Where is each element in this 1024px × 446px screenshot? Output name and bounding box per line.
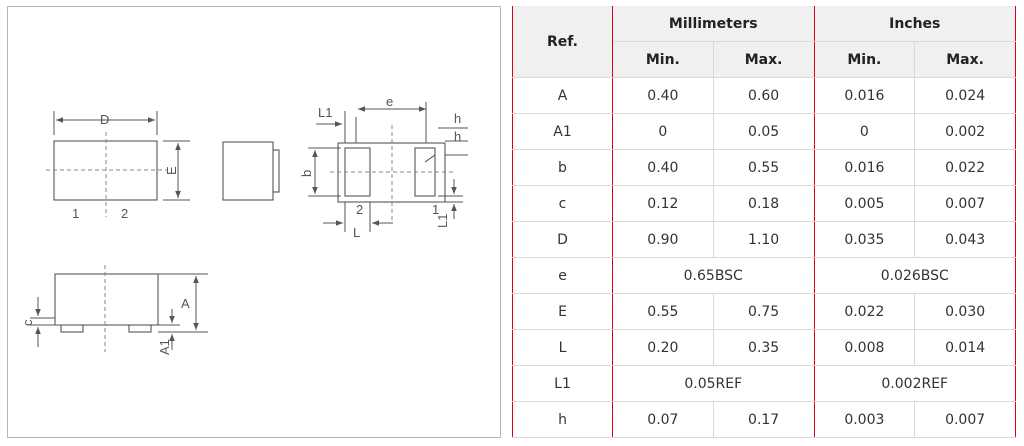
cell-mm-min: 0.55 [612, 293, 714, 330]
cell-ref: L1 [512, 365, 613, 402]
table-row: L1 0.05REF 0.002REF [512, 365, 1016, 402]
header-millimeters: Millimeters [612, 6, 815, 42]
label-L: L [353, 225, 360, 240]
cell-mm-max: 1.10 [712, 221, 815, 258]
cell-in-max: 0.022 [914, 149, 1016, 186]
header-mm-min: Min. [612, 41, 714, 78]
table-row: b 0.40 0.55 0.016 0.022 [512, 149, 1016, 186]
cell-in-min: 0.016 [814, 77, 915, 114]
table-row: D 0.90 1.10 0.035 0.043 [512, 221, 1016, 258]
cell-mm-max: 0.75 [712, 293, 815, 330]
cell-mm-max: 0.05 [712, 113, 815, 150]
cell-in-max: 0.024 [914, 77, 1016, 114]
end-view [222, 141, 280, 201]
dimension-table: Ref. Millimeters Inches Min. Max. Min. M… [512, 6, 1016, 438]
table-row: A1 0 0.05 0 0.002 [512, 113, 1016, 150]
header-in-min: Min. [814, 41, 915, 78]
label-A1: A1 [157, 339, 172, 355]
table-row: A 0.40 0.60 0.016 0.024 [512, 77, 1016, 114]
cell-mm-min: 0.40 [612, 77, 714, 114]
header-inches: Inches [814, 6, 1016, 42]
cell-ref: E [512, 293, 613, 330]
label-pin2-bottom: 2 [356, 202, 363, 217]
cell-ref: L [512, 329, 613, 366]
label-e: e [386, 94, 393, 109]
table-row: L 0.20 0.35 0.008 0.014 [512, 329, 1016, 366]
cell-in-max: 0.030 [914, 293, 1016, 330]
label-h2: h [454, 129, 461, 144]
cell-mm-merged: 0.05REF [612, 365, 815, 402]
cell-mm-min: 0.12 [612, 185, 714, 222]
label-L1: L1 [318, 105, 332, 120]
cell-ref: A1 [512, 113, 613, 150]
cell-mm-merged: 0.65BSC [612, 257, 815, 294]
label-b: b [299, 170, 314, 177]
top-view: D E 1 2 [46, 111, 190, 221]
cell-mm-max: 0.55 [712, 149, 815, 186]
label-A: A [181, 296, 190, 311]
cell-mm-min: 0.20 [612, 329, 714, 366]
header-ref: Ref. [512, 6, 613, 78]
cell-mm-min: 0.90 [612, 221, 714, 258]
cell-mm-max: 0.60 [712, 77, 815, 114]
bottom-view: L1 e h h b L 2 1 L1 [299, 94, 468, 240]
table-row: h 0.07 0.17 0.003 0.007 [512, 401, 1016, 438]
side-view: A A1 c [20, 265, 208, 355]
cell-mm-min: 0.40 [612, 149, 714, 186]
table-row: E 0.55 0.75 0.022 0.030 [512, 293, 1016, 330]
label-pin2: 2 [121, 206, 128, 221]
label-h: h [454, 111, 461, 126]
cell-mm-min: 0 [612, 113, 714, 150]
cell-in-min: 0.022 [814, 293, 915, 330]
cell-in-min: 0 [814, 113, 915, 150]
label-pin1: 1 [72, 206, 79, 221]
label-c: c [20, 319, 35, 326]
label-L1-right: L1 [435, 214, 450, 228]
cell-in-min: 0.005 [814, 185, 915, 222]
cell-mm-max: 0.18 [712, 185, 815, 222]
cell-mm-max: 0.35 [712, 329, 815, 366]
package-outline-svg: D E 1 2 L1 e [20, 94, 468, 355]
cell-in-merged: 0.026BSC [814, 257, 1016, 294]
cell-in-max: 0.043 [914, 221, 1016, 258]
header-mm-max: Max. [712, 41, 815, 78]
cell-in-min: 0.008 [814, 329, 915, 366]
cell-ref: A [512, 77, 613, 114]
label-D: D [100, 112, 109, 127]
label-E: E [164, 166, 179, 175]
cell-ref: e [512, 257, 613, 294]
cell-ref: b [512, 149, 613, 186]
cell-in-max: 0.007 [914, 401, 1016, 438]
cell-ref: c [512, 185, 613, 222]
cell-in-min: 0.003 [814, 401, 915, 438]
cell-in-min: 0.035 [814, 221, 915, 258]
cell-mm-max: 0.17 [712, 401, 815, 438]
cell-in-max: 0.002 [914, 113, 1016, 150]
cell-in-max: 0.014 [914, 329, 1016, 366]
cell-mm-min: 0.07 [612, 401, 714, 438]
cell-ref: D [512, 221, 613, 258]
cell-in-merged: 0.002REF [814, 365, 1016, 402]
cell-ref: h [512, 401, 613, 438]
header-in-max: Max. [914, 41, 1016, 78]
package-drawing: D E 1 2 L1 e [7, 6, 501, 438]
table-row: e 0.65BSC 0.026BSC [512, 257, 1016, 294]
cell-in-max: 0.007 [914, 185, 1016, 222]
cell-in-min: 0.016 [814, 149, 915, 186]
table-row: c 0.12 0.18 0.005 0.007 [512, 185, 1016, 222]
label-pin1-bottom: 1 [432, 202, 439, 217]
